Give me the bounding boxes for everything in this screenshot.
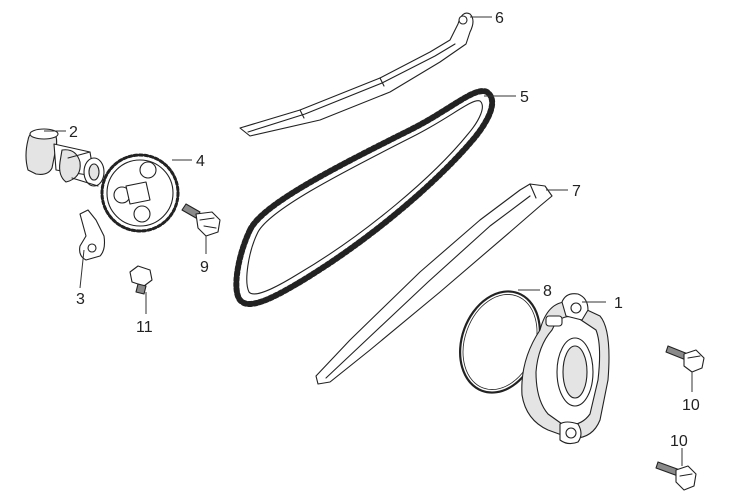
lower-chain-guide [315,183,553,385]
cam-sprocket [100,153,180,233]
housing-bolt-lower [655,461,697,491]
callout-6: 6 [495,10,504,27]
callout-2: 2 [69,124,78,141]
callout-10-upper: 10 [682,397,700,414]
callout-4: 4 [196,153,205,170]
callout-7: 7 [572,183,581,200]
callout-11: 11 [136,319,153,336]
tensioner-housing [521,293,610,445]
callout-10-lower: 10 [670,433,688,450]
callout-8: 8 [543,283,552,300]
leader-lines [44,16,693,466]
housing-bolt-upper [665,345,705,373]
small-bolt [129,265,153,295]
upper-chain-guide [239,12,474,137]
timing-chain [233,88,496,307]
callout-1: 1 [614,295,623,312]
sprocket-bolt [181,203,221,237]
callout-9: 9 [200,259,209,276]
camshaft [25,128,105,187]
callout-5: 5 [520,89,529,106]
callout-3: 3 [76,291,85,308]
cam-plate [79,209,106,261]
